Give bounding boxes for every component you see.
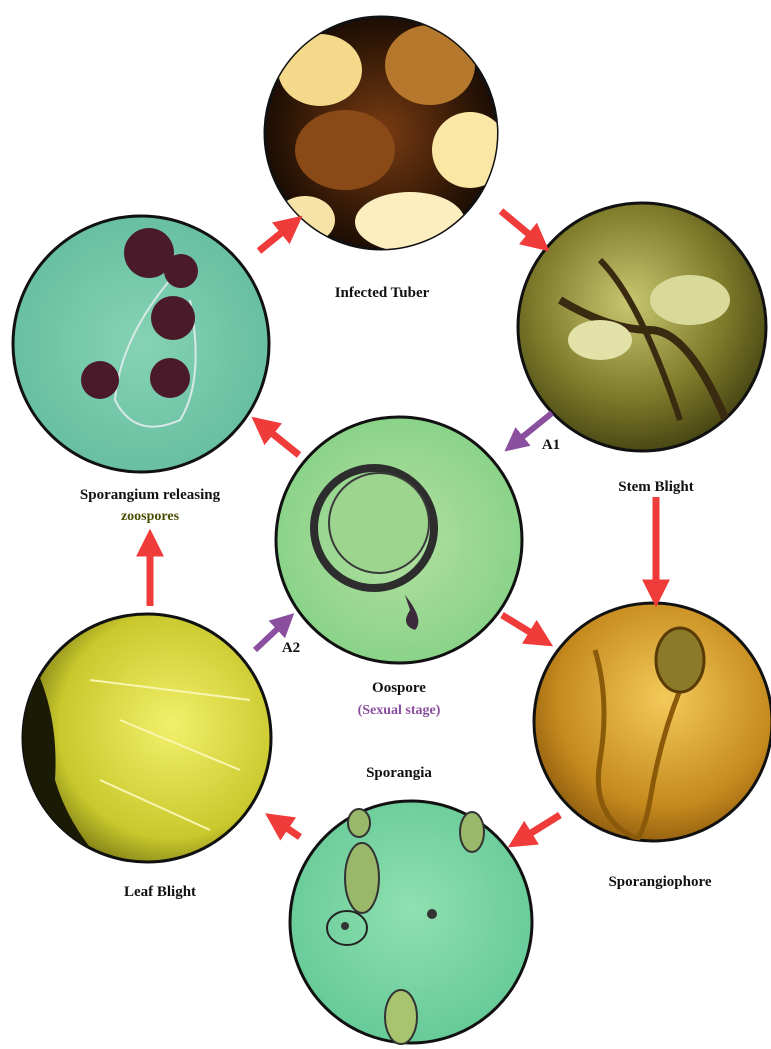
a1-mating-type-label: A1 [531, 437, 571, 454]
oospore-micrograph [276, 417, 522, 663]
infected-tuber-micrograph [265, 17, 508, 252]
infected-tuber-label: Infected Tuber [307, 285, 457, 302]
leaf-blight-label: Leaf Blight [95, 884, 225, 901]
sexual-stage-label: (Sexual stage) [334, 703, 464, 719]
leaf-blight-photo [20, 614, 271, 870]
sporangium-releasing-label: Sporangium releasing [45, 487, 255, 504]
sporangia-label: Sporangia [334, 765, 464, 782]
sporangia-micrograph [290, 801, 532, 1044]
arrow-oospore-to-zoospores [258, 422, 299, 455]
sporangiophore-label: Sporangiophore [585, 874, 735, 891]
sporangium-releasing-micrograph [13, 216, 269, 472]
arrow-zoospores-to-tuber [259, 221, 296, 251]
zoospores-label: zoospores [95, 509, 205, 525]
arrow-tuber-to-stem [501, 211, 543, 246]
sporangiophore-micrograph [534, 603, 771, 851]
stem-blight-label: Stem Blight [591, 479, 721, 496]
arrow-oospore-to-sporangiophore [502, 615, 546, 642]
arrow-sporangiophore-to-sporangia [515, 815, 560, 843]
a2-mating-type-label: A2 [271, 640, 311, 657]
oospore-label: Oospore [344, 680, 454, 697]
stem-blight-photo [518, 203, 766, 451]
arrow-sporangia-to-leaf [272, 818, 300, 837]
